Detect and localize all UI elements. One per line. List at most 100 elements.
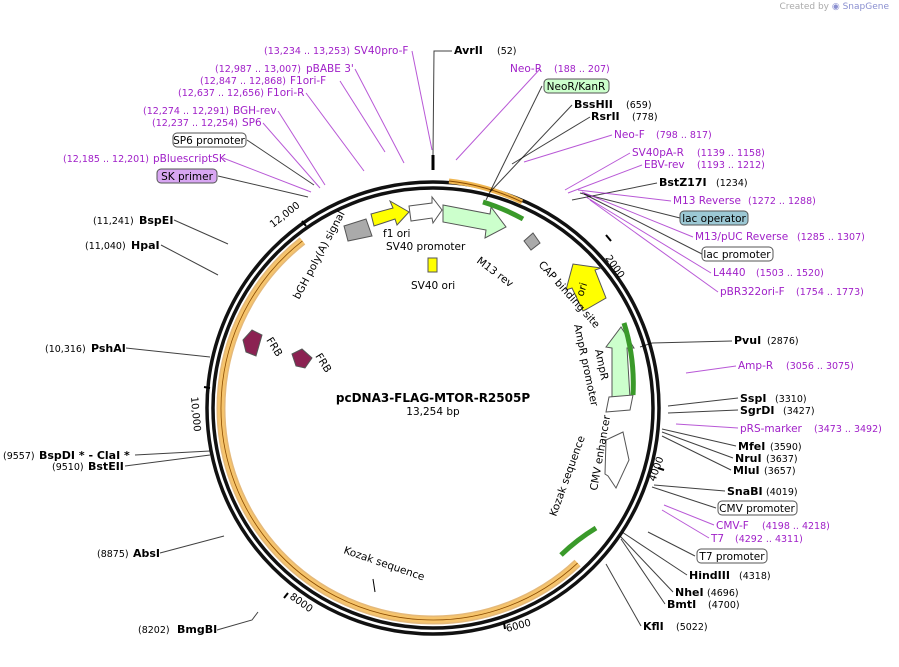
lac-promoter-box xyxy=(701,246,774,262)
primer-m13-reverse-pos: (1272 .. 1288) xyxy=(748,196,816,207)
label-frb-1: FRB xyxy=(263,335,284,359)
site-bmgbi: BmgBI xyxy=(177,623,217,636)
site-pshai: PshAI xyxy=(91,342,126,355)
m13-rev-box xyxy=(523,232,541,251)
leader-line-21 xyxy=(583,193,703,255)
primer-sv40pro-f: SV40pro-F xyxy=(354,45,408,57)
leader-line-24 xyxy=(639,340,733,348)
snapgene-logo: ◉ SnapGene xyxy=(831,2,889,12)
site-bspei-pos: (11,241) xyxy=(93,216,134,227)
leader-line-40 xyxy=(605,563,642,627)
primer-pbabe3-pos: (12,987 .. 13,007) xyxy=(215,64,301,75)
brand-name: SnapGene xyxy=(842,2,889,12)
site-bmti: BmtI xyxy=(667,598,696,611)
primers: SV40pro-F (13,234 .. 13,253) Neo-R (188 … xyxy=(63,45,882,545)
site-bstz17i: BstZ17I xyxy=(659,176,707,189)
leader-line-38 xyxy=(619,535,674,593)
leader-line-22 xyxy=(585,196,712,274)
sv40-ori-box xyxy=(427,257,438,273)
site-kfli-pos: (5022) xyxy=(676,622,708,633)
primer-l4440-pos: (1503 .. 1520) xyxy=(756,268,824,279)
orf-arcs xyxy=(216,237,581,625)
primer-bgh-rev: BGH-rev xyxy=(233,105,277,117)
leader-line-41 xyxy=(216,611,259,631)
sk-primer-box xyxy=(156,168,218,184)
site-snabi: SnaBI xyxy=(727,485,763,498)
site-hpai: HpaI xyxy=(131,239,160,252)
label-m13rev: M13 rev xyxy=(474,255,515,290)
leader-line-10 xyxy=(262,122,321,189)
primer-l4440: L4440 xyxy=(713,267,746,279)
site-sgrdi-pos: (3427) xyxy=(783,406,815,417)
tick-label-2000: 2000 xyxy=(603,253,627,280)
plasmid-size: 13,254 bp xyxy=(406,406,460,418)
tick-10000 xyxy=(203,386,211,389)
leader-line-18 xyxy=(577,189,672,202)
cmv-promoter-label: CMV promoter xyxy=(719,503,795,515)
primer-prs-marker: pRS-marker xyxy=(740,423,803,435)
leader-line-23 xyxy=(589,199,719,293)
leader-line-6 xyxy=(354,68,405,164)
primer-neo-r: Neo-R xyxy=(510,63,542,75)
neo-kan-label: NeoR/KanR xyxy=(547,81,606,93)
frb-arrow-1 xyxy=(242,329,263,357)
leader-line-32 xyxy=(653,484,726,492)
site-rsrii: RsrII xyxy=(591,110,620,123)
site-avrii-pos: (52) xyxy=(497,46,517,57)
sv40-polya-arrow xyxy=(442,204,507,239)
primer-t7: T7 xyxy=(710,533,724,545)
label-frb-2: FRB xyxy=(312,351,333,375)
ori-arrow xyxy=(565,263,607,312)
leader-line-28 xyxy=(675,423,739,429)
primer-m13puc-reverse-pos: (1285 .. 1307) xyxy=(797,232,865,243)
label-f1ori: f1 ori xyxy=(383,228,410,240)
sp6-promoter-label: SP6 promoter xyxy=(173,135,245,147)
site-nhei: NheI xyxy=(675,586,704,599)
bgh-polya-arrow xyxy=(343,218,373,242)
primer-neo-f-pos: (798 .. 817) xyxy=(656,130,712,141)
site-hpai-pos: (11,040) xyxy=(85,241,126,252)
leader-line-34 xyxy=(663,504,715,526)
leader-line-13 xyxy=(217,175,309,198)
primer-neo-f: Neo-F xyxy=(614,129,645,141)
leader-line-37 xyxy=(621,531,688,576)
site-bstz17i-pos: (1234) xyxy=(716,178,748,189)
leader-line-5 xyxy=(485,85,543,201)
label-sv40ori: SV40 ori xyxy=(411,280,455,292)
site-sgrdi: SgrDI xyxy=(740,404,774,417)
tick-2000 xyxy=(605,234,612,242)
leader-line-1 xyxy=(411,50,433,151)
tick-4000 xyxy=(657,467,665,471)
ampr-promoter-box xyxy=(605,394,634,413)
primer-f1ori-f-pos: (12,847 .. 12,868) xyxy=(200,76,286,87)
leader-line-8 xyxy=(305,92,365,172)
leader-line-9 xyxy=(277,110,326,186)
primer-ebv-rev: EBV-rev xyxy=(644,159,685,171)
site-kfli: KflI xyxy=(643,620,664,633)
leader-line-3 xyxy=(489,104,573,193)
primer-sv40pa-r-pos: (1139 .. 1158) xyxy=(697,148,765,159)
leader-line-42 xyxy=(159,535,225,554)
neo-kan-box xyxy=(543,78,610,94)
site-bsteii: BstEII xyxy=(88,460,124,473)
leader-line-47 xyxy=(173,219,229,245)
tick-label-10000: 10,000 xyxy=(188,396,202,432)
site-snabi-pos: (4019) xyxy=(766,487,798,498)
sp6-promoter-box xyxy=(172,132,247,148)
primer-pbr322ori-f: pBR322ori-F xyxy=(720,286,785,298)
leader-line-0 xyxy=(432,50,452,156)
leader-line-11 xyxy=(246,139,315,186)
site-bsteii-pos: (9510) xyxy=(52,462,84,473)
leader-line-30 xyxy=(661,431,734,459)
site-nrui-pos: (3637) xyxy=(766,454,798,465)
lac-promoter-label: lac promoter xyxy=(703,249,771,261)
primer-sv40pro-f-pos: (13,234 .. 13,253) xyxy=(264,46,350,57)
leader-line-14 xyxy=(523,134,613,163)
leader-line-46 xyxy=(160,244,219,276)
leader-line-20 xyxy=(581,191,694,238)
ampr-green-arc xyxy=(621,322,636,396)
primer-ebv-rev-pos: (1193 .. 1212) xyxy=(697,160,765,171)
primer-prs-marker-pos: (3473 .. 3492) xyxy=(814,424,882,435)
leader-line-26 xyxy=(667,397,739,407)
